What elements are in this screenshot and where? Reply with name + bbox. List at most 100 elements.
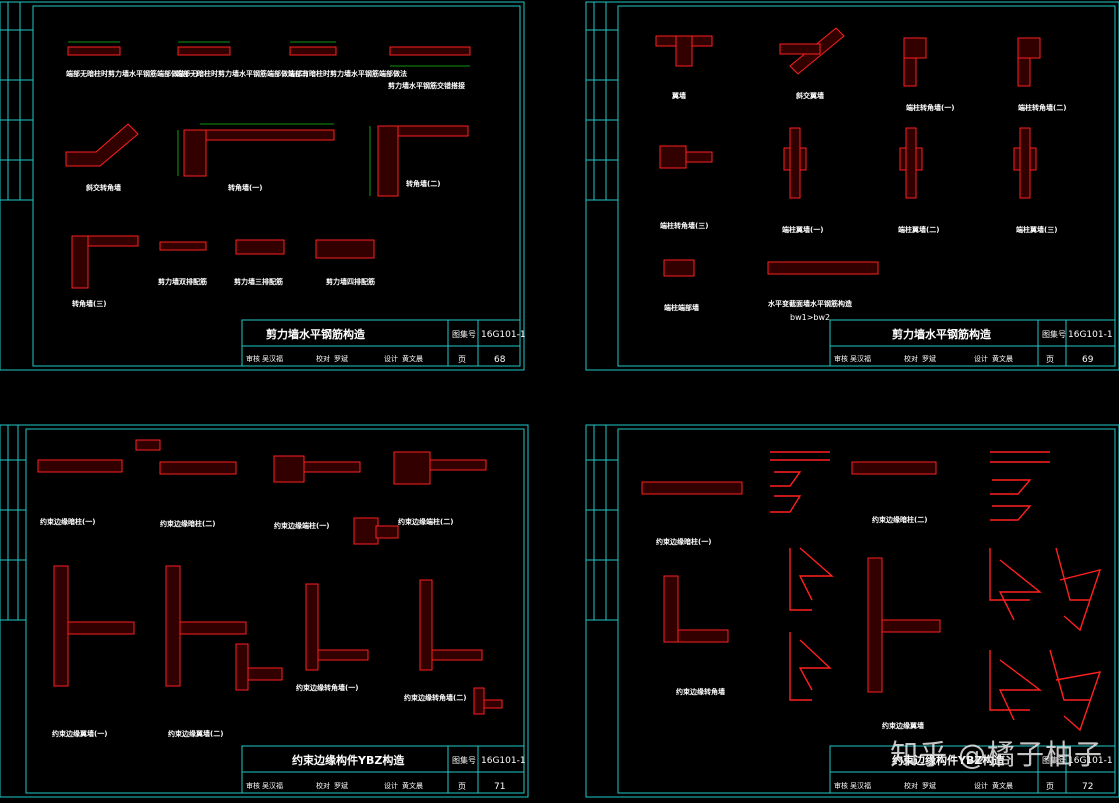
caption: 约束边缘翼墙(一) — [52, 729, 107, 738]
page-label: 页 — [1046, 355, 1054, 364]
caption: 约束边缘转角墙(二) — [404, 693, 466, 702]
sign-role: 审核 — [246, 781, 260, 790]
caption: 端部有暗柱时剪力墙水平钢筋端部做法 — [288, 69, 407, 78]
rebar-details — [655, 27, 1041, 277]
sheet-title: 剪力墙水平钢筋构造 — [266, 327, 366, 341]
caption: 约束边缘转角墙 — [676, 687, 725, 696]
sign-role: 设计 — [974, 781, 988, 790]
page-label: 页 — [458, 782, 466, 791]
sign-role: 校对 — [904, 781, 918, 790]
title-block: 约束边缘构件YBZ构造 图集号 16G101-1 页 71 审核 吴汉福 校对 … — [241, 745, 526, 794]
page-number: 71 — [494, 782, 505, 792]
sheet-71: 约束边缘暗柱(一) 约束边缘暗柱(二) 约束边缘端柱(一) 约束边缘端柱(二) … — [0, 424, 529, 798]
title-block: 剪力墙水平钢筋构造 图集号 16G101-1 页 68 审核 吴汉福 校对 罗斌… — [241, 319, 526, 367]
sign-name: 吴汉福 — [262, 781, 283, 790]
binding-strip — [586, 2, 618, 201]
caption: 剪力墙四排配筋 — [326, 277, 375, 286]
caption: 剪力墙双排配筋 — [158, 277, 207, 286]
caption: 端部无暗柱时剪力墙水平钢筋端部做法(二) — [176, 69, 308, 78]
caption: bw1>bw2 — [790, 313, 830, 322]
sign-role: 设计 — [384, 354, 398, 363]
sheet-outer-border — [0, 1, 525, 371]
sign-role: 设计 — [974, 354, 988, 363]
caption: 端柱转角墙(二) — [1018, 103, 1066, 112]
page-label: 页 — [458, 355, 466, 364]
caption: 转角墙(三) — [72, 299, 106, 308]
title-block: 约束边缘构件YBZ构造 图集号 16G101-1 页 72 审核 吴汉福 校对 … — [829, 745, 1116, 794]
sign-role: 校对 — [904, 354, 918, 363]
sheet-68: 端部无暗柱时剪力墙水平钢筋端部做法(一) 端部无暗柱时剪力墙水平钢筋端部做法(二… — [0, 1, 526, 371]
sign-name: 黄文晨 — [402, 781, 423, 790]
atlas-label: 图集号 — [452, 755, 476, 765]
sheet-69: 翼墙 斜交翼墙 端柱转角墙(一) 端柱转角墙(二) 端柱转角墙(三) 端柱翼墙(… — [585, 1, 1119, 371]
watermark: 知乎 @橘子柚子 — [890, 738, 1103, 771]
caption: 端柱翼墙(二) — [898, 225, 939, 234]
sign-name: 吴汉福 — [850, 781, 871, 790]
caption: 约束边缘暗柱(一) — [40, 517, 95, 526]
sheet-72: 约束边缘暗柱(一) 约束边缘暗柱(二) 约束边缘转角墙 约束边缘翼墙 约束边缘构… — [585, 424, 1119, 798]
caption: 约束边缘转角墙(一) — [296, 683, 358, 692]
drawing-captions: 翼墙 斜交翼墙 端柱转角墙(一) 端柱转角墙(二) 端柱转角墙(三) 端柱翼墙(… — [660, 91, 1066, 322]
sheet-outer-border — [585, 424, 1119, 798]
sign-role: 审核 — [246, 354, 260, 363]
caption: 端部无暗柱时剪力墙水平钢筋端部做法(一) — [66, 69, 198, 78]
caption: 剪力墙水平钢筋交错搭接 — [388, 81, 465, 90]
atlas-number: 16G101-1 — [1068, 330, 1113, 340]
caption: 约束边缘端柱(一) — [274, 521, 329, 530]
sign-name: 罗斌 — [922, 781, 936, 790]
page-number: 69 — [1082, 355, 1094, 365]
page-number: 72 — [1082, 782, 1093, 792]
sheet-outer-border — [585, 1, 1119, 371]
drawing-captions: 端部无暗柱时剪力墙水平钢筋端部做法(一) 端部无暗柱时剪力墙水平钢筋端部做法(二… — [66, 69, 465, 308]
red-rebar-sketches — [770, 451, 1102, 732]
atlas-label: 图集号 — [1042, 329, 1066, 339]
caption: 转角墙(二) — [406, 179, 440, 188]
sign-role: 审核 — [834, 781, 848, 790]
sign-role: 设计 — [384, 781, 398, 790]
caption: 约束边缘暗柱(二) — [160, 519, 215, 528]
caption: 水平变截面墙水平钢筋构造 — [768, 299, 853, 308]
caption: 翼墙 — [671, 91, 686, 100]
atlas-number: 16G101-1 — [481, 330, 526, 340]
sheet-title: 剪力墙水平钢筋构造 — [892, 327, 992, 341]
atlas-number: 16G101-1 — [481, 756, 526, 766]
caption: 约束边缘翼墙(二) — [168, 729, 223, 738]
caption: 斜交翼墙 — [795, 91, 824, 100]
page-label: 页 — [1046, 782, 1054, 791]
caption: 约束边缘翼墙 — [882, 721, 924, 730]
caption: 端柱端部墙 — [664, 303, 699, 312]
caption: 剪力墙三排配筋 — [234, 277, 283, 286]
drawing-captions: 约束边缘暗柱(一) 约束边缘暗柱(二) 约束边缘端柱(一) 约束边缘端柱(二) … — [40, 517, 466, 738]
sign-name: 黄文晨 — [992, 354, 1013, 363]
sign-role: 审核 — [834, 354, 848, 363]
atlas-number: 16G101-1 — [1068, 756, 1113, 766]
binding-strip — [586, 425, 618, 621]
atlas-label: 图集号 — [452, 329, 476, 339]
sign-name: 吴汉福 — [850, 354, 871, 363]
caption: 约束边缘端柱(二) — [398, 517, 453, 526]
sign-name: 吴汉福 — [262, 354, 283, 363]
page-number: 68 — [494, 355, 506, 365]
caption: 约束边缘暗柱(二) — [872, 515, 927, 524]
sign-role: 校对 — [316, 781, 330, 790]
caption: 端柱翼墙(一) — [782, 225, 823, 234]
sheet-inner-border — [617, 5, 1116, 367]
rebar-details — [65, 41, 471, 289]
sheet-outer-border — [0, 424, 529, 798]
sign-name: 罗斌 — [334, 781, 348, 790]
caption: 端柱翼墙(三) — [1016, 225, 1057, 234]
rebar-details — [641, 451, 1102, 732]
sign-name: 罗斌 — [334, 354, 348, 363]
binding-strip — [0, 425, 26, 621]
atlas-label: 图集号 — [1042, 755, 1066, 765]
caption: 端柱转角墙(三) — [660, 221, 708, 230]
title-block: 剪力墙水平钢筋构造 图集号 16G101-1 页 69 审核 吴汉福 校对 罗斌… — [829, 319, 1116, 367]
caption: 端柱转角墙(一) — [906, 103, 954, 112]
sheet-inner-border — [25, 428, 525, 794]
caption: 约束边缘暗柱(一) — [656, 537, 711, 546]
rebar-details — [37, 439, 503, 715]
caption: 斜交转角墙 — [85, 183, 121, 192]
sheet-title: 约束边缘构件YBZ构造 — [892, 753, 1005, 767]
caption: 转角墙(一) — [228, 183, 262, 192]
